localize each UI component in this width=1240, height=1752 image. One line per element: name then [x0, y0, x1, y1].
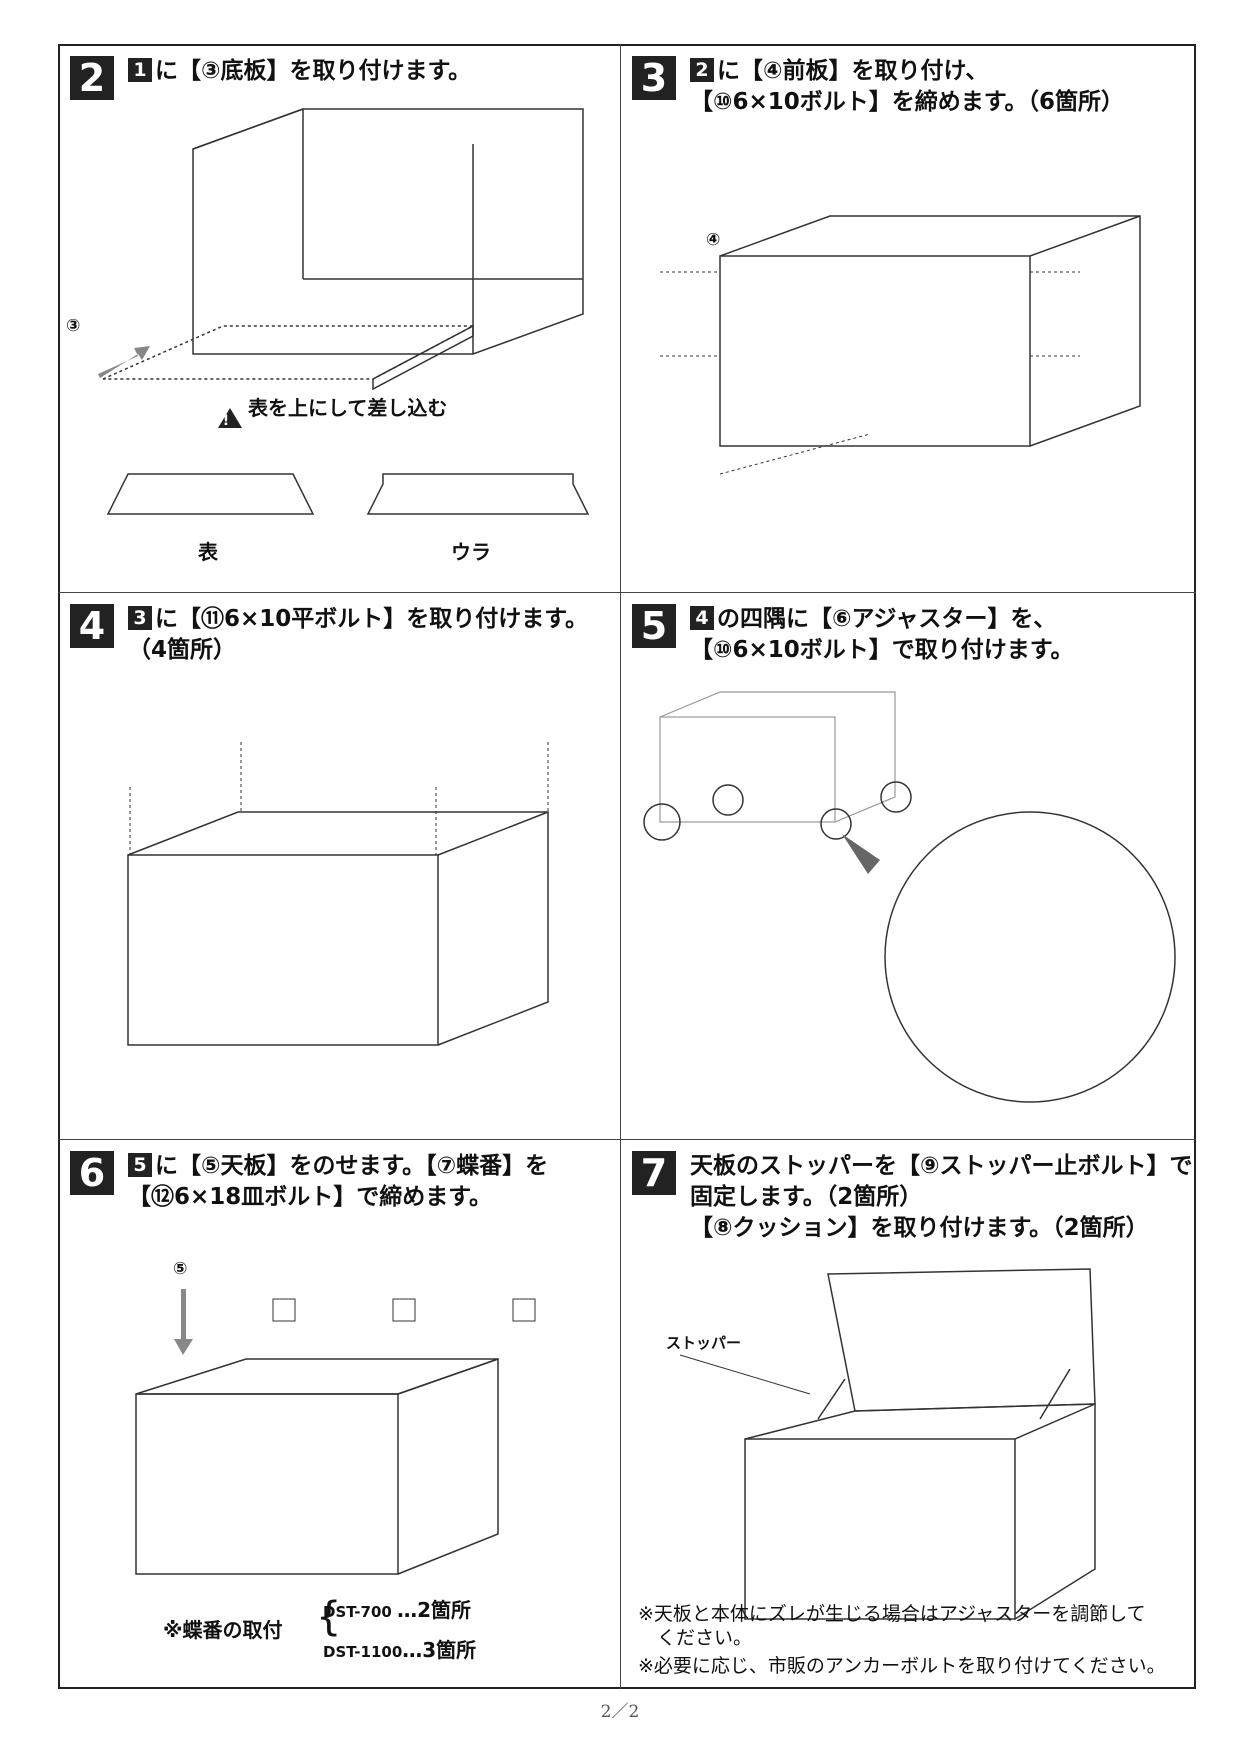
stopper-illustration	[679, 1268, 1096, 1620]
back-label: ウラ	[451, 540, 491, 564]
note: ※天板と本体にズレが生じる場合はアジャスターを調節して	[638, 1603, 1146, 1625]
title-line: に【⑪6×10平ボルト】を取り付けます。	[155, 606, 588, 632]
step-number: 3	[632, 56, 676, 100]
hinge-note: ※蝶番の取付	[163, 1618, 283, 1642]
stopper-label: ストッパー	[666, 1334, 742, 1352]
bottom-plate-illustration: !	[98, 108, 590, 515]
flat-bolt-illustration	[127, 742, 549, 1046]
warning-icon	[218, 408, 242, 428]
svg-text:!: !	[223, 413, 229, 429]
step-number: 6	[70, 1151, 114, 1195]
part-label: ⑤	[173, 1259, 188, 1279]
step-number: 4	[70, 604, 114, 648]
part-label: ③	[66, 316, 81, 336]
part-label: ④	[706, 230, 721, 250]
note: ※必要に応じ、市販のアンカーボルトを取り付けてください。	[638, 1655, 1166, 1677]
title-line: 【⑩6×10ボルト】で取り付けます。	[690, 637, 1074, 663]
page-number: 2／2	[600, 1702, 640, 1722]
column-divider	[620, 44, 621, 1689]
row-divider	[58, 1139, 1196, 1140]
step-title: 天板のストッパーを【⑨ストッパー止ボルト】で固定します。（2箇所） 【⑧クッション…	[690, 1151, 1192, 1244]
row-divider	[58, 592, 1196, 593]
title-line: 【⑩6×10ボルト】を締めます。（6箇所）	[690, 89, 1124, 115]
front-label: 表	[198, 540, 218, 564]
note: ください。	[638, 1627, 753, 1649]
step-title-text: に【③底板】を取り付けます。	[155, 58, 472, 84]
title-line: 【⑧クッション】を取り付けます。（2箇所）	[690, 1215, 1149, 1241]
ref-step: 2	[690, 58, 714, 82]
title-line: の四隅に【⑥アジャスター】を、	[717, 606, 1057, 632]
warning-text: 表を上にして差し込む	[248, 396, 448, 420]
step-number: 5	[632, 604, 676, 648]
hinge-model: DST-700 …2箇所	[323, 1598, 471, 1622]
ref-step: 4	[690, 606, 714, 630]
top-plate-illustration	[135, 1289, 536, 1575]
step-number: 2	[70, 56, 114, 100]
title-line: （4箇所）	[128, 637, 237, 663]
ref-step: 3	[128, 606, 152, 630]
title-line: 天板のストッパーを【⑨ストッパー止ボルト】で	[690, 1153, 1193, 1179]
adjuster-illustration	[643, 691, 1176, 1103]
ref-step: 5	[128, 1153, 152, 1177]
title-line: 【⑫6×18皿ボルト】で締めます。	[128, 1184, 492, 1210]
title-line: に【⑤天板】をのせます。【⑦蝶番】を	[155, 1153, 549, 1179]
insert-arrow	[98, 346, 150, 378]
steps-frame	[58, 44, 1196, 1689]
front-plate-illustration	[660, 215, 1141, 475]
ref-step: 1	[128, 58, 152, 82]
title-line: 固定します。（2箇所）	[690, 1184, 923, 1210]
step-7-panel: 7 天板のストッパーを【⑨ストッパー止ボルト】で固定します。（2箇所） 【⑧クッシ…	[620, 1139, 1196, 1689]
hinge-model: DST-1100…3箇所	[323, 1638, 477, 1662]
step-number: 7	[632, 1151, 676, 1195]
title-line: に【④前板】を取り付け、	[717, 58, 989, 84]
